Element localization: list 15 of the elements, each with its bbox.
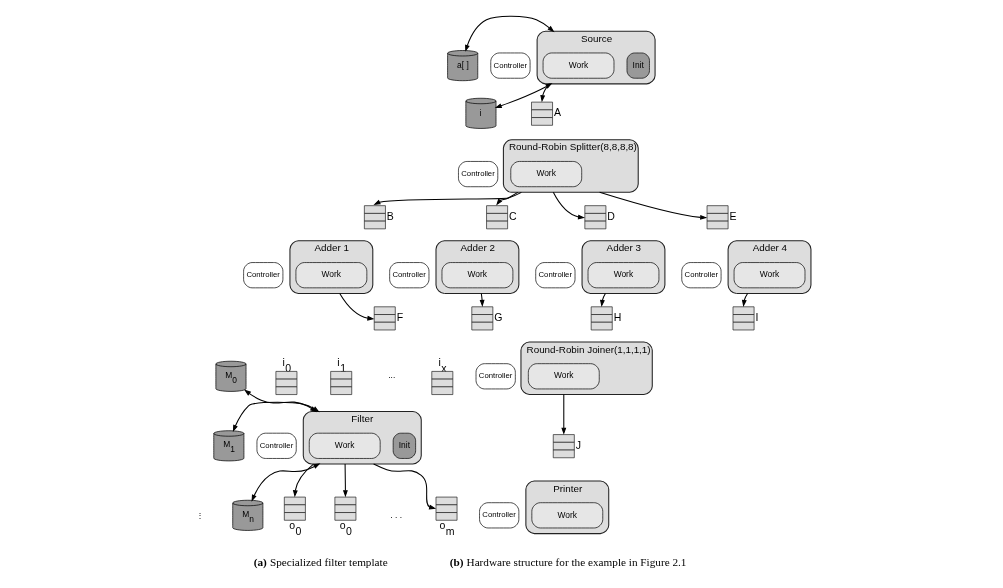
- node-label: G: [493, 310, 502, 323]
- node-label: H: [613, 310, 621, 323]
- node-label: I: [754, 310, 758, 323]
- node-label: C: [508, 209, 517, 222]
- node-label: J: [575, 438, 581, 451]
- node-label: A: [553, 106, 561, 119]
- label: ...: [387, 370, 395, 381]
- label: . . .: [389, 509, 402, 520]
- node-label: F: [396, 310, 403, 323]
- node-label: B: [386, 209, 394, 222]
- node-label: E: [729, 209, 737, 222]
- label: (a) Specialized filter template: [253, 556, 388, 569]
- label: (b) Hardware structure for the example in Figure 2.1: [449, 556, 686, 569]
- node-label: D: [606, 209, 615, 222]
- label: ⋮: [195, 509, 204, 520]
